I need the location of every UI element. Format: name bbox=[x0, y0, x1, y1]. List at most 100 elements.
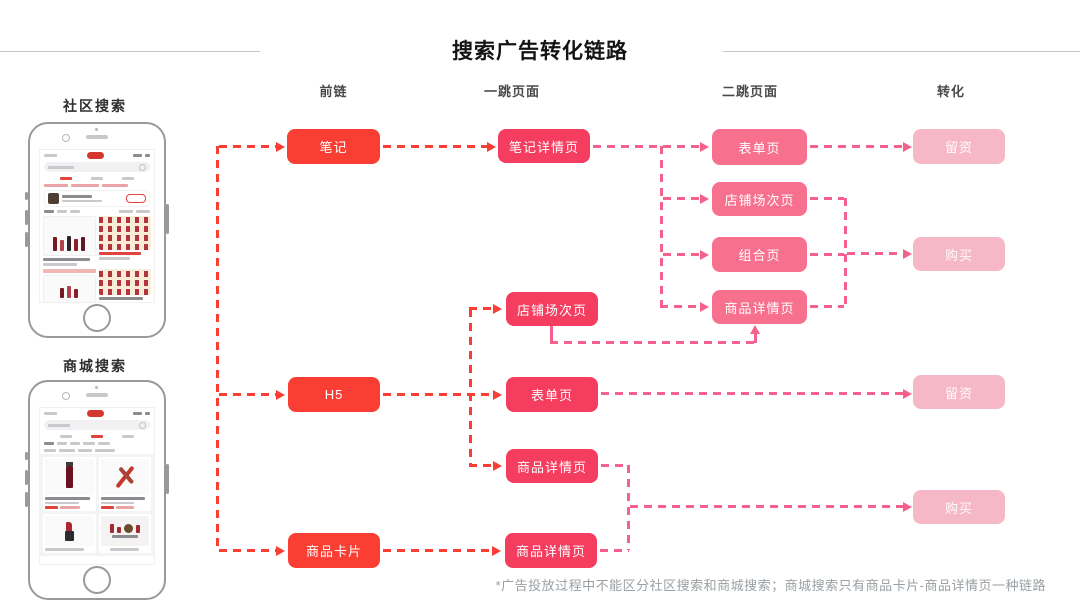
decorative-shape bbox=[62, 195, 123, 202]
home-button bbox=[83, 304, 111, 332]
tab-placeholder bbox=[90, 176, 103, 180]
flow-connector bbox=[810, 197, 844, 200]
clock-placeholder bbox=[44, 412, 57, 415]
product-title-placeholder bbox=[45, 497, 90, 500]
decorative-shape bbox=[59, 449, 75, 452]
note-item bbox=[98, 216, 151, 266]
front-camera-icon bbox=[62, 134, 70, 142]
volume-down-button bbox=[25, 232, 28, 247]
flow-connector bbox=[383, 393, 493, 396]
note-item bbox=[98, 269, 151, 303]
community-search-screen bbox=[39, 149, 155, 303]
node-product-detail-red-lower: 商品详情页 bbox=[505, 533, 597, 568]
decorative-shape bbox=[83, 442, 95, 445]
home-button bbox=[83, 566, 111, 594]
decorative-shape bbox=[81, 237, 86, 251]
search-icon bbox=[139, 163, 146, 171]
community-search-label: 社区搜索 bbox=[63, 98, 127, 114]
mall-search-screen bbox=[39, 407, 155, 565]
node-biji: 笔记 bbox=[287, 129, 380, 164]
node-buy-top: 购买 bbox=[913, 237, 1005, 271]
tab-placeholder bbox=[122, 176, 135, 180]
flow-connector bbox=[754, 334, 757, 343]
decorative-shape bbox=[66, 521, 73, 531]
decorative-shape bbox=[44, 442, 54, 445]
signal-placeholder bbox=[133, 154, 142, 157]
flow-connector bbox=[219, 393, 276, 396]
decorative-shape bbox=[57, 442, 67, 445]
decorative-shape bbox=[64, 530, 74, 541]
note-image-lipsticks bbox=[43, 275, 96, 302]
follow-button-placeholder bbox=[126, 194, 146, 203]
node-shop-session-pink: 店铺场次页 bbox=[712, 182, 807, 216]
power-button bbox=[166, 464, 169, 494]
mute-switch bbox=[25, 452, 28, 460]
product-card bbox=[43, 457, 96, 511]
decorative-shape bbox=[123, 524, 133, 533]
product-card bbox=[98, 457, 151, 511]
sensor-dot bbox=[95, 128, 98, 131]
power-button bbox=[166, 204, 169, 234]
flow-connector bbox=[663, 253, 699, 256]
price-placeholder bbox=[100, 506, 114, 509]
flow-connector bbox=[810, 145, 903, 148]
clock-placeholder bbox=[44, 154, 57, 157]
chip-placeholder bbox=[71, 184, 99, 187]
product-title-placeholder bbox=[110, 548, 140, 551]
node-form-pink: 表单页 bbox=[712, 129, 807, 165]
arrowhead-icon bbox=[903, 249, 912, 259]
decorative-shape bbox=[60, 288, 65, 298]
front-camera-icon bbox=[62, 392, 70, 400]
arrowhead-icon bbox=[276, 390, 285, 400]
promo-banner-placeholder bbox=[43, 269, 96, 273]
status-bar bbox=[40, 150, 154, 161]
flow-connector bbox=[550, 341, 756, 344]
note-meta-placeholder bbox=[98, 257, 130, 260]
decorative-shape bbox=[64, 521, 74, 541]
mute-switch bbox=[25, 192, 28, 200]
speaker-slot bbox=[86, 393, 108, 397]
title-rule-right bbox=[723, 51, 1080, 52]
decorative-shape bbox=[65, 462, 73, 488]
flow-connector bbox=[593, 145, 699, 148]
status-bar bbox=[40, 408, 154, 419]
decorative-shape bbox=[95, 449, 115, 452]
flow-connector bbox=[219, 549, 276, 552]
filter-bar bbox=[40, 447, 154, 454]
decorative-shape bbox=[70, 442, 80, 445]
decorative-shape bbox=[115, 465, 135, 489]
decorative-shape bbox=[135, 525, 140, 533]
arrowhead-icon bbox=[700, 142, 709, 152]
note-image-lipsticks bbox=[43, 216, 96, 256]
product-card bbox=[98, 514, 151, 553]
node-buy-bottom: 购买 bbox=[913, 490, 1005, 524]
brand-avatar bbox=[48, 193, 59, 204]
price-row bbox=[45, 506, 94, 509]
decorative-shape bbox=[44, 449, 56, 452]
decorative-shape bbox=[109, 524, 140, 538]
sales-placeholder bbox=[115, 506, 134, 509]
product-image-brush bbox=[100, 459, 149, 495]
decorative-shape bbox=[57, 210, 67, 213]
arrowhead-icon bbox=[700, 194, 709, 204]
decorative-shape bbox=[67, 236, 72, 251]
flow-connector bbox=[630, 505, 903, 508]
flow-connector bbox=[383, 549, 492, 552]
node-zuhe: 组合页 bbox=[712, 237, 807, 272]
arrowhead-icon bbox=[493, 390, 502, 400]
arrowhead-icon bbox=[492, 546, 501, 556]
app-logo-pill bbox=[86, 410, 104, 417]
decorative-shape bbox=[116, 527, 121, 533]
column-header-front-chain: 前链 bbox=[319, 84, 348, 99]
flow-connector bbox=[383, 145, 487, 148]
flow-connector bbox=[660, 146, 663, 307]
search-icon bbox=[139, 421, 146, 429]
node-product-detail-red-upper: 商品详情页 bbox=[506, 449, 598, 483]
brand-card bbox=[44, 190, 150, 207]
note-meta-placeholder bbox=[99, 302, 128, 303]
speaker-slot bbox=[86, 135, 108, 139]
product-grid bbox=[40, 454, 154, 556]
arrowhead-icon bbox=[750, 325, 760, 334]
signal-placeholder bbox=[133, 412, 142, 415]
footnote: *广告投放过程中不能区分社区搜索和商城搜索；商城搜索只有商品卡片-商品详情页一种… bbox=[495, 578, 1046, 593]
